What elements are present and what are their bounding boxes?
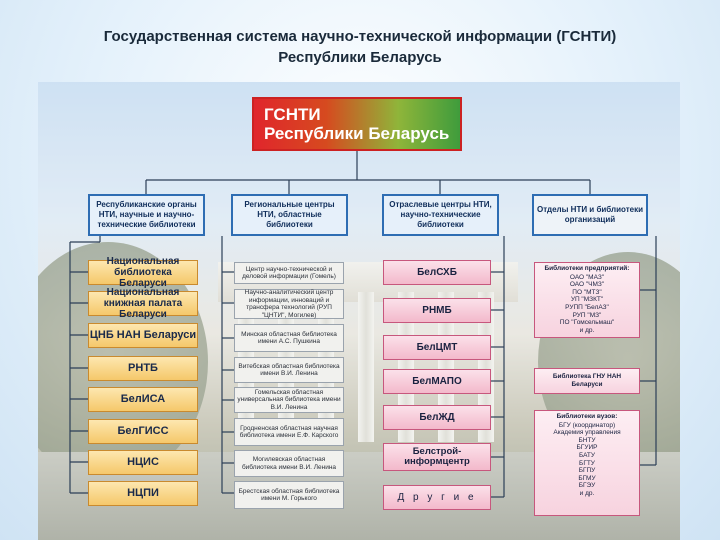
slide-title: Государственная система научно-техническ…: [0, 26, 720, 68]
list-item: и др.: [579, 326, 595, 334]
col2-item: Витебская областная библиотека имени В.И…: [234, 357, 344, 383]
list-item: РУПП "БелАЗ": [565, 303, 609, 311]
col2-item: Научно-аналитический центр информации, и…: [234, 289, 344, 319]
col2-item: Брестская областная библиотека имени М. …: [234, 481, 344, 509]
col2-item: Гродненская областная научная библиотека…: [234, 418, 344, 446]
list-item: РУП "МЗ": [572, 311, 602, 319]
root-node-line1: ГСНТИ: [264, 105, 321, 124]
col2-item: Могилевская областная библиотека имени В…: [234, 450, 344, 477]
list-item: и др.: [579, 489, 595, 497]
slide-title-line2: Республики Беларусь: [278, 49, 442, 66]
col3-item: БелСХБ: [383, 260, 491, 285]
col3-item: Белстрой-информцентр: [383, 443, 491, 471]
col1-item: ЦНБ НАН Беларуси: [88, 323, 198, 348]
list-item: БАТУ: [578, 451, 596, 459]
root-node-gsnti: ГСНТИ Республики Беларусь: [252, 97, 462, 151]
list-item: БГПУ: [578, 467, 596, 475]
list-item: БГЭУ: [578, 482, 596, 490]
list-item: ПО "МТЗ": [572, 288, 602, 296]
enterprise-libraries-box: Библиотеки предприятий: ОАО "МАЗ" ОАО "Ч…: [534, 262, 640, 338]
category-regional: Региональные центры НТИ, областные библи…: [231, 194, 348, 236]
gnu-library-box: Библиотека ГНУ НАН Беларуси: [534, 368, 640, 394]
list-item: ОАО "МАЗ": [569, 273, 605, 281]
col2-item: Минская областная библиотека имени А.С. …: [234, 324, 344, 352]
col1-item: БелГИСС: [88, 419, 198, 444]
col3-item: РНМБ: [383, 298, 491, 323]
university-libraries-header: Библиотеки вузов:: [556, 413, 618, 420]
category-branch: Отраслевые центры НТИ, научно-технически…: [382, 194, 499, 236]
col3-item: БелЦМТ: [383, 335, 491, 360]
list-item: ОАО "ЧМЗ": [569, 281, 605, 289]
col1-item: Национальная библиотека Беларуси: [88, 256, 198, 289]
category-organizations: Отделы НТИ и библиотеки организаций: [532, 194, 648, 236]
list-item: БГТУ: [579, 459, 595, 467]
university-libraries-box: Библиотеки вузов: БГУ (координатор) Акад…: [534, 410, 640, 516]
list-item: БГУ (координатор): [558, 421, 616, 429]
root-node-line2: Республики Беларусь: [264, 124, 450, 143]
category-republican: Республиканские органы НТИ, научные и на…: [88, 194, 205, 236]
col3-item: Д р у г и е: [383, 485, 491, 510]
col1-item: РНТБ: [88, 356, 198, 381]
list-item: БНТУ: [578, 436, 596, 444]
col3-item: БелМАПО: [383, 369, 491, 394]
col2-item: Гомельская областная универсальная библи…: [234, 387, 344, 413]
enterprise-libraries-header: Библиотеки предприятий:: [544, 265, 630, 272]
list-item: БГМУ: [578, 474, 596, 482]
col3-item: БелЖД: [383, 405, 491, 430]
col1-item: НЦПИ: [88, 481, 198, 506]
col1-item: Национальная книжная палата Беларуси: [88, 287, 198, 320]
col1-item: НЦИС: [88, 450, 198, 475]
list-item: УП "МЗКТ": [570, 296, 604, 304]
list-item: Академия управления: [553, 429, 621, 437]
list-item: ПО "Гомсельмаш": [559, 319, 615, 327]
list-item: БГУИР: [576, 444, 598, 452]
col2-item: Центр научно-технической и деловой инфор…: [234, 262, 344, 284]
col1-item: БелИСА: [88, 387, 198, 412]
slide-title-line1: Государственная система научно-техническ…: [103, 28, 617, 45]
